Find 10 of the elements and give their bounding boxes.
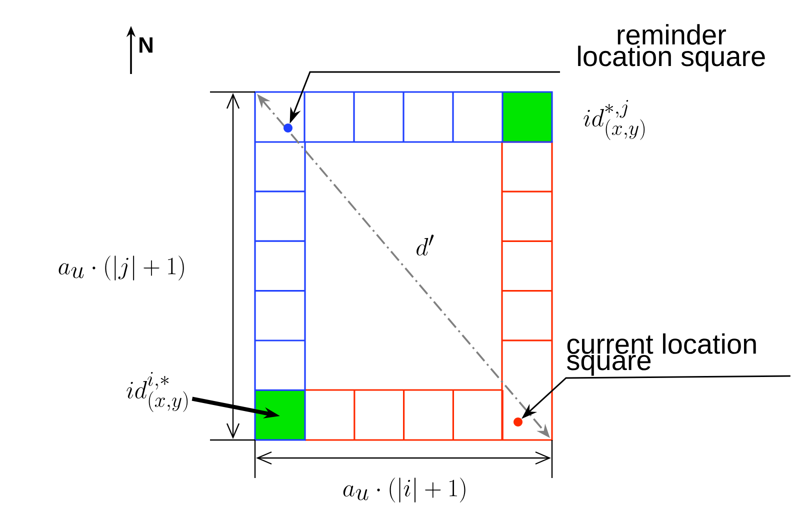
formula-label: $id^{i,*}_{(x,y)}$ <box>126 372 188 412</box>
dimension-label: $a_u\cdot(|i|+1)$ <box>343 478 466 502</box>
distance-label: $d'$ <box>416 234 434 256</box>
dimension-label: $a_u\cdot(|j|+1)$ <box>58 256 184 280</box>
callout-text: current location square <box>567 333 756 376</box>
formula-label: $id^{*,j}_{(x,y)}$ <box>584 100 645 140</box>
location-dot <box>514 418 522 426</box>
north-label: N <box>140 37 152 53</box>
callout-text: reminder location square <box>578 24 765 72</box>
location-dot <box>284 124 292 132</box>
